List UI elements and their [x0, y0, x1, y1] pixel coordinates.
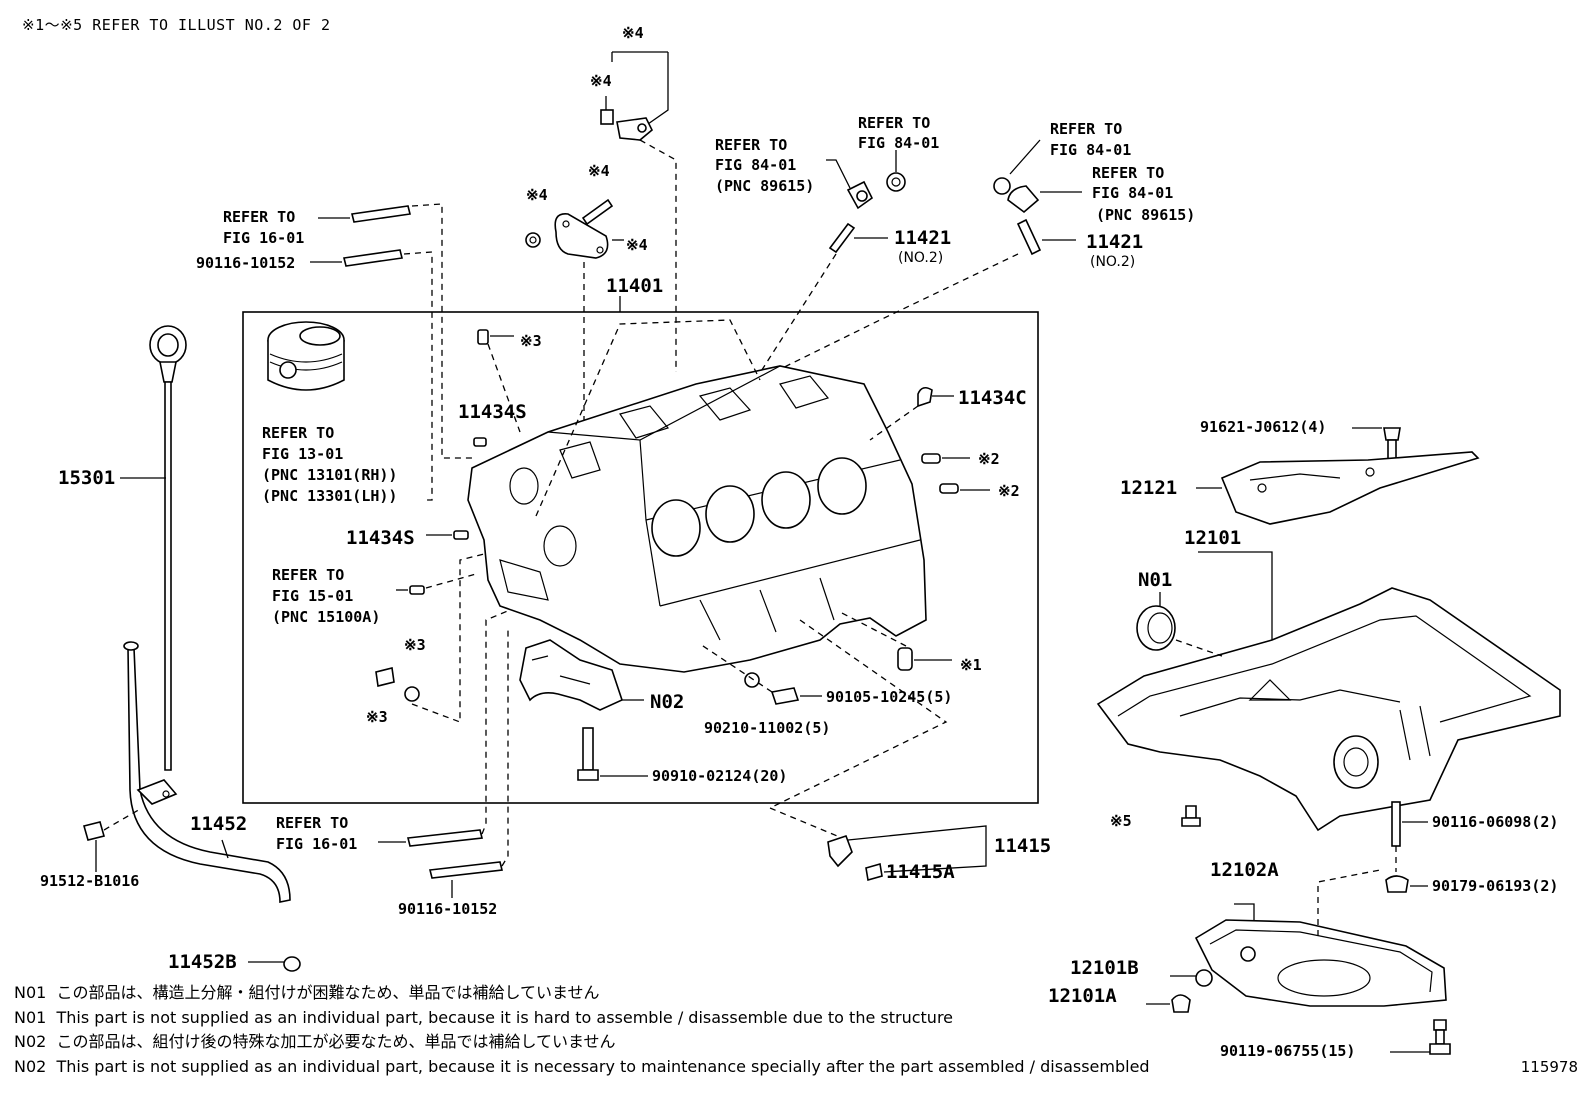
note-mark-2: ※2	[998, 482, 1020, 500]
part-91621-j0612: 91621-J0612(4)	[1200, 418, 1326, 436]
refer-to-label: REFER TO	[1092, 164, 1164, 182]
footnote-text: This part is not supplied as an individu…	[56, 1007, 954, 1027]
pnc-15100a-label: (PNC 15100A)	[272, 608, 380, 626]
fig-15-01-label: FIG 15-01	[272, 587, 353, 605]
note-mark-3: ※3	[404, 636, 426, 654]
fig-84-01-label: FIG 84-01	[858, 134, 939, 152]
seal-n01	[1136, 592, 1223, 657]
oil-pan-fasteners	[1181, 801, 1428, 893]
part-11415: 11415	[994, 835, 1051, 857]
note-mark-2: ※2	[978, 450, 1000, 468]
part-11434s-lower: 11434S	[346, 527, 415, 549]
part-n01: N01	[1138, 569, 1172, 591]
fig-84-01-label: FIG 84-01	[1050, 141, 1131, 159]
refer-to-label: REFER TO	[272, 566, 344, 584]
part-11452: 11452	[190, 813, 247, 835]
part-11434s-upper: 11434S	[458, 401, 527, 423]
part-90116-10152-upper: 90116-10152	[196, 254, 295, 272]
part-n02: N02	[650, 691, 684, 713]
stud-bolts-lower	[378, 609, 511, 898]
footnote-code: N01	[14, 983, 47, 1002]
footnote-text: この部品は、組付け後の特殊な加工が必要なため、単品では補給していません	[56, 1032, 616, 1051]
note-mark-4-plate: ※4	[626, 236, 648, 254]
oil-dipstick	[120, 325, 187, 771]
part-11421-right-sub: (NO.2)	[1090, 254, 1135, 270]
dowel-pins	[396, 329, 990, 671]
part-12101: 12101	[1184, 527, 1241, 549]
footnote-row: N01 この部品は、構造上分解・組付けが困難なため、単品では補給していません	[14, 981, 1150, 1006]
top-oil-fitting	[600, 51, 677, 372]
footnote-code: N02	[14, 1032, 47, 1051]
part-11401: 11401	[606, 275, 663, 297]
oil-jet-assembly	[827, 825, 987, 882]
note-mark-3: ※3	[520, 332, 542, 350]
refer-to-label: REFER TO	[276, 814, 348, 832]
note-mark-5: ※5	[1110, 812, 1132, 830]
oil-pressure-sensor-left	[711, 150, 906, 449]
footnote-text: この部品は、構造上分解・組付けが困難なため、単品では補給していません	[56, 983, 600, 1002]
oil-pan-baffle	[1196, 427, 1480, 525]
stud-bolts-left	[310, 203, 474, 501]
oil-pan-upper	[1096, 551, 1561, 832]
note-mark-3: ※3	[366, 708, 388, 726]
part-11415a: 11415A	[886, 861, 955, 883]
fig-16-01-label: FIG 16-01	[276, 835, 357, 853]
refer-to-label: REFER TO	[715, 136, 787, 154]
footnote-row: N02 この部品は、組付け後の特殊な加工が必要なため、単品では補給していません	[14, 1030, 1150, 1055]
part-12102a: 12102A	[1210, 859, 1279, 881]
note-mark-4-stud: ※4	[588, 162, 610, 180]
part-11421-left: 11421	[894, 227, 951, 249]
fig-13-01-label: FIG 13-01	[262, 445, 343, 463]
part-90910-02124: 90910-02124(20)	[652, 767, 787, 785]
part-11421-right: 11421	[1086, 231, 1143, 253]
part-90119-06755: 90119-06755(15)	[1220, 1042, 1355, 1060]
pnc-89615-label: (PNC 89615)	[1096, 206, 1195, 224]
part-15301: 15301	[58, 467, 115, 489]
note-mark-4-top: ※4	[622, 24, 644, 42]
part-90105-10245: 90105-10245(5)	[826, 688, 952, 706]
figure-number: 115978	[1520, 1058, 1578, 1076]
part-12121: 12121	[1120, 477, 1177, 499]
oil-pan-lower	[1146, 869, 1451, 1055]
footnote-row: N01 This part is not supplied as an indi…	[14, 1006, 1150, 1031]
refer-to-label: REFER TO	[223, 208, 295, 226]
part-90210-11002: 90210-11002(5)	[704, 719, 830, 737]
refer-to-label: REFER TO	[262, 424, 334, 442]
block-bolts	[375, 553, 948, 839]
fig-84-01-label: FIG 84-01	[715, 156, 796, 174]
cylinder-block	[467, 319, 927, 673]
oil-pressure-sensor-right	[643, 139, 1082, 437]
footnotes: N01 この部品は、構造上分解・組付けが困難なため、単品では補給していません N…	[14, 981, 1150, 1079]
part-90179-06193: 90179-06193(2)	[1432, 877, 1558, 895]
note-mark-4-nut: ※4	[526, 186, 548, 204]
part-12101b: 12101B	[1070, 957, 1139, 979]
footnote-text: This part is not supplied as an individu…	[56, 1056, 1150, 1076]
pnc-89615-label: (PNC 89615)	[715, 177, 814, 195]
footnote-code: N02	[14, 1056, 47, 1076]
cover-plate-group	[525, 198, 624, 424]
refer-to-label: REFER TO	[1050, 120, 1122, 138]
part-91512-b1016: 91512-B1016	[40, 872, 139, 890]
piston-assembly	[267, 321, 345, 391]
part-11421-left-sub: (NO.2)	[898, 250, 943, 266]
part-90116-10152-lower: 90116-10152	[398, 900, 497, 918]
cylinder-block-frame	[242, 311, 1039, 804]
bearing-cap	[519, 639, 644, 711]
pnc-13101-label: (PNC 13101(RH))	[262, 466, 397, 484]
note-mark-1: ※1	[960, 656, 982, 674]
fig-16-01-label: FIG 16-01	[223, 229, 304, 247]
dipstick-guide-tube	[83, 641, 301, 972]
part-11452b: 11452B	[168, 951, 237, 973]
refer-to-label: REFER TO	[858, 114, 930, 132]
illustration-reference-note: ※1～※5 REFER TO ILLUST NO.2 OF 2	[22, 16, 331, 34]
note-mark-4-bolt: ※4	[590, 72, 612, 90]
part-90116-06098: 90116-06098(2)	[1432, 813, 1558, 831]
pnc-13301-label: (PNC 13301(LH))	[262, 487, 397, 505]
footnote-code: N01	[14, 1007, 47, 1027]
part-11434c: 11434C	[958, 387, 1027, 409]
part-12101a: 12101A	[1048, 985, 1117, 1007]
footnote-row: N02 This part is not supplied as an indi…	[14, 1055, 1150, 1080]
fig-84-01-label: FIG 84-01	[1092, 184, 1173, 202]
